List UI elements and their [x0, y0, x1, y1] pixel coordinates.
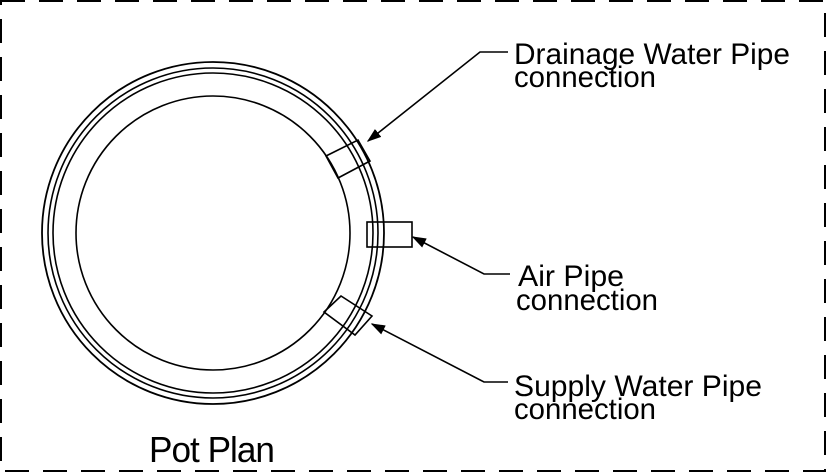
air-leader [411, 236, 510, 275]
pot-rim-ring [52, 72, 374, 394]
drainage-pipe-connector [324, 138, 372, 180]
supply-pipe-connector [322, 294, 374, 337]
supply-label-line2: connection [514, 393, 656, 426]
drawing-title: Pot Plan [149, 429, 274, 470]
air-label-line2: connection [516, 284, 658, 317]
drainage-label-line2: connection [514, 61, 656, 94]
drainage-leader [366, 51, 508, 142]
air-pipe-connector [366, 221, 413, 248]
pot-middle-ring [47, 67, 379, 399]
pot-outer-ring [41, 61, 385, 405]
pot-inner-circle [75, 95, 351, 371]
supply-label-line1: Supply Water Pipe [514, 370, 762, 403]
drainage-label-line1: Drainage Water Pipe [514, 38, 790, 71]
air-label-line1: Air Pipe [518, 260, 624, 293]
pot-outline [41, 61, 385, 405]
supply-leader [370, 323, 508, 383]
